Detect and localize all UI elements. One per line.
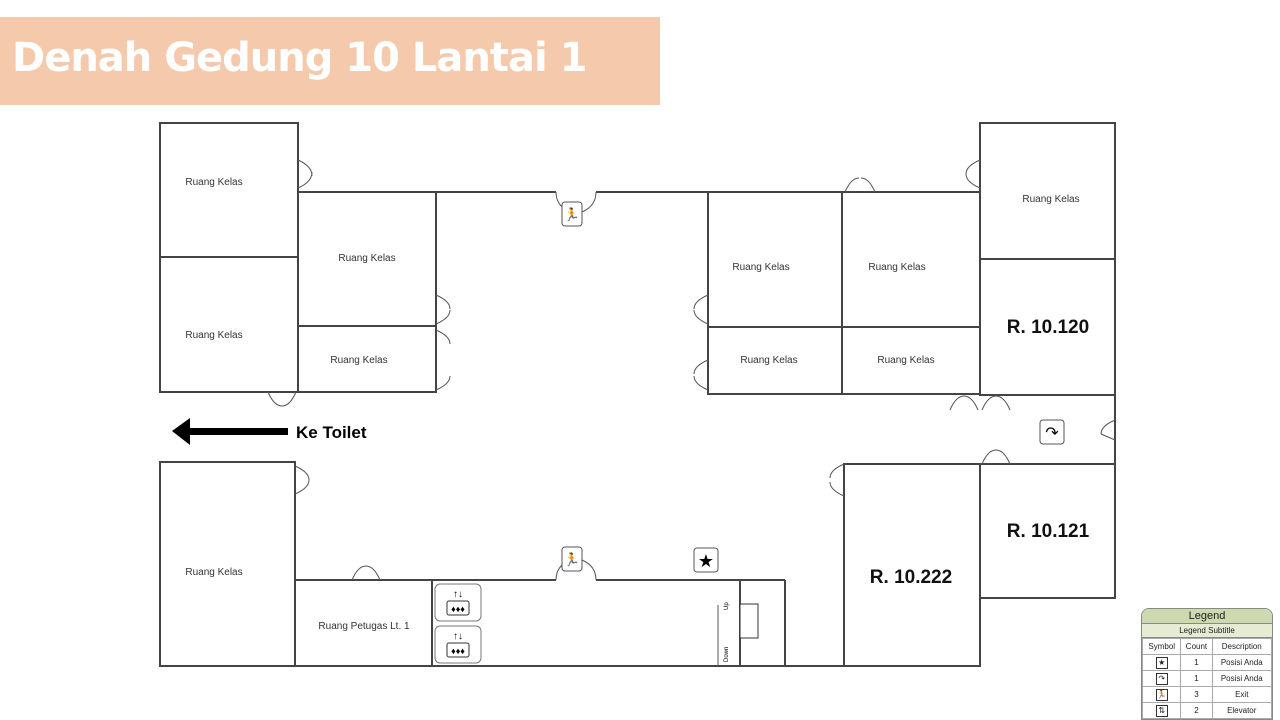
legend-description: Elevator bbox=[1211, 702, 1272, 719]
star-icon: ★ bbox=[1155, 656, 1168, 669]
room-label: Ruang Kelas bbox=[868, 262, 925, 273]
room-label: Ruang Kelas bbox=[185, 330, 242, 341]
legend-title: Legend bbox=[1142, 609, 1272, 624]
elevator-icon: ↑↓ ♦♦♦ bbox=[434, 625, 482, 664]
room-label: Ruang Kelas bbox=[877, 355, 934, 366]
room-label: Ruang Kelas bbox=[732, 262, 789, 273]
page-title: Denah Gedung 10 Lantai 1 bbox=[12, 35, 587, 81]
exit-icon: 🏃 bbox=[1155, 688, 1168, 701]
legend: Legend Legend Subtitle Symbol Count Desc… bbox=[1141, 608, 1273, 720]
legend-col-symbol: Symbol bbox=[1142, 638, 1182, 655]
curved-arrow-icon: ↷ bbox=[1155, 672, 1168, 685]
svg-text:↑↓: ↑↓ bbox=[453, 631, 463, 642]
room-label: Ruang Kelas bbox=[740, 355, 797, 366]
curved-arrow-icon: ↷ bbox=[1039, 419, 1065, 445]
legend-count: 1 bbox=[1180, 670, 1213, 687]
elevator-icon: ⇅ bbox=[1155, 704, 1168, 717]
star-icon: ★ bbox=[693, 547, 719, 573]
room-label: Ruang Kelas bbox=[185, 567, 242, 578]
toilet-direction-label: Ke Toilet bbox=[296, 423, 367, 442]
arrow-left-icon bbox=[172, 418, 288, 445]
legend-description: Exit bbox=[1211, 686, 1272, 703]
svg-text:↑↓: ↑↓ bbox=[453, 589, 463, 600]
room-label: Ruang Kelas bbox=[1022, 194, 1079, 205]
room-label-10-121: R. 10.121 bbox=[1007, 521, 1090, 542]
legend-col-description: Description bbox=[1211, 638, 1272, 655]
svg-text:↷: ↷ bbox=[1045, 425, 1059, 442]
room-label: Ruang Kelas bbox=[330, 355, 387, 366]
legend-col-count: Count bbox=[1180, 638, 1213, 655]
legend-count: 2 bbox=[1180, 702, 1213, 719]
legend-count: 3 bbox=[1180, 686, 1213, 703]
svg-text:🏃: 🏃 bbox=[564, 552, 580, 567]
legend-description: Posisi Anda bbox=[1211, 670, 1272, 687]
svg-text:♦♦♦: ♦♦♦ bbox=[451, 604, 465, 614]
elevator-icon: ↑↓ ♦♦♦ bbox=[434, 583, 482, 622]
staircase: Up Down bbox=[717, 602, 759, 666]
legend-description: Posisi Anda bbox=[1211, 654, 1272, 671]
svg-text:★: ★ bbox=[698, 551, 714, 571]
room-label: Ruang Kelas bbox=[185, 177, 242, 188]
exit-icon: 🏃 bbox=[561, 201, 583, 227]
room-label-officer: Ruang Petugas Lt. 1 bbox=[318, 621, 410, 632]
stairs-up-label: Up bbox=[724, 602, 730, 610]
wall-left-inner bbox=[297, 191, 437, 393]
svg-text:♦♦♦: ♦♦♦ bbox=[451, 646, 465, 656]
svg-text:🏃: 🏃 bbox=[564, 207, 580, 222]
stairs-down-label: Down bbox=[724, 647, 730, 662]
title-banner: Denah Gedung 10 Lantai 1 bbox=[0, 17, 660, 105]
legend-count: 1 bbox=[1180, 654, 1213, 671]
room-label-10-120: R. 10.120 bbox=[1007, 317, 1089, 338]
exit-icon: 🏃 bbox=[561, 546, 583, 572]
room-label: Ruang Kelas bbox=[338, 253, 395, 264]
room-label-10-222: R. 10.222 bbox=[870, 567, 952, 588]
legend-subtitle: Legend Subtitle bbox=[1142, 624, 1272, 638]
